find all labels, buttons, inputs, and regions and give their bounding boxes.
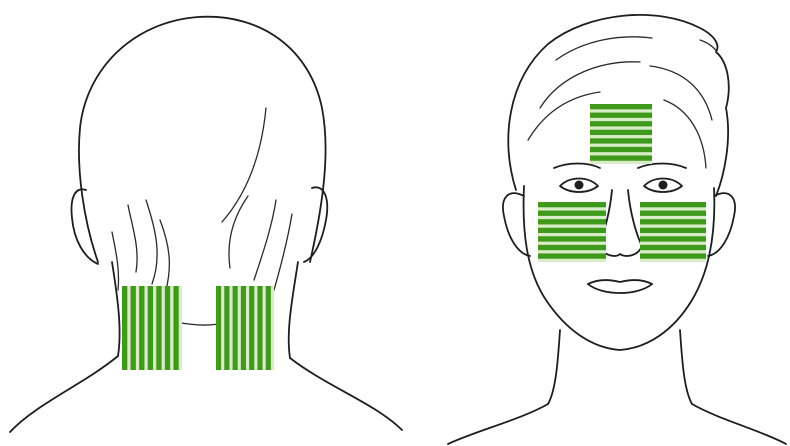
front-hair-strand [528, 92, 600, 140]
zone-stripe [249, 286, 254, 370]
right-cheek-zone [640, 202, 706, 262]
back-right-shoulder [290, 358, 402, 430]
front-face-figure [448, 15, 786, 444]
back-right-neck-zone [216, 286, 274, 370]
back-hair-strand [128, 205, 137, 272]
front-mouth-lower [588, 284, 652, 293]
zone-stripe [173, 286, 178, 370]
zone-stripe [538, 202, 606, 207]
zone-stripe [640, 211, 706, 216]
left-pupil-icon [575, 181, 584, 190]
zone-stripe [538, 211, 606, 216]
back-hair-strand [274, 214, 292, 290]
zone-stripe [266, 286, 271, 370]
front-hair-strand [556, 37, 652, 60]
front-neck-left [548, 330, 560, 404]
back-left-shoulder [10, 356, 118, 432]
back-hair-strand [254, 200, 276, 280]
zone-stripe [640, 202, 706, 207]
zone-stripe [590, 113, 652, 118]
zone-stripe [131, 286, 136, 370]
zone-stripe [241, 286, 246, 370]
front-left-eyebrow [554, 164, 600, 169]
front-hair-strand [700, 40, 716, 52]
zone-stripe [590, 155, 652, 160]
zone-stripe [538, 245, 606, 250]
zone-stripe [257, 286, 262, 370]
zone-stripe [640, 228, 706, 233]
zone-stripe [156, 286, 161, 370]
zone-stripe [233, 286, 238, 370]
front-mouth-upper [588, 280, 652, 284]
zone-stripe [538, 228, 606, 233]
zone-stripe [640, 245, 706, 250]
back-hair-strand [229, 196, 248, 268]
zone-stripe [165, 286, 170, 370]
front-hair-strand [664, 100, 706, 168]
zone-stripe [538, 253, 606, 258]
zone-stripe [640, 219, 706, 224]
back-hair-strand [146, 200, 157, 284]
right-pupil-icon [659, 181, 668, 190]
back-left-neck-zone [122, 286, 182, 370]
zone-stripe [216, 286, 221, 370]
front-left-shoulder [448, 404, 548, 444]
zone-stripe [538, 219, 606, 224]
front-hair-strand [650, 66, 712, 120]
back-hair-strand [222, 108, 266, 222]
zone-stripe [640, 253, 706, 258]
zone-stripe [139, 286, 144, 370]
zone-stripe [122, 286, 127, 370]
zone-stripe [640, 236, 706, 241]
back-right-ear [304, 187, 327, 262]
zone-stripe [224, 286, 229, 370]
back-head-figure [10, 17, 402, 432]
front-right-ear [708, 193, 735, 256]
front-hair-strand [540, 62, 640, 108]
zone-stripe [148, 286, 153, 370]
zone-stripe [538, 236, 606, 241]
front-right-eyebrow [638, 164, 686, 169]
back-head-outline [79, 17, 326, 262]
front-neck-right [680, 330, 692, 404]
left-cheek-zone [538, 202, 606, 262]
zone-stripe [590, 104, 652, 109]
zone-stripe [590, 138, 652, 143]
front-right-shoulder [692, 404, 786, 444]
forehead-zone [590, 104, 652, 164]
zone-stripe [590, 121, 652, 126]
back-hair-strand [160, 220, 169, 290]
zone-stripe [590, 130, 652, 135]
zone-stripe [590, 147, 652, 152]
back-neck-right [289, 262, 298, 358]
